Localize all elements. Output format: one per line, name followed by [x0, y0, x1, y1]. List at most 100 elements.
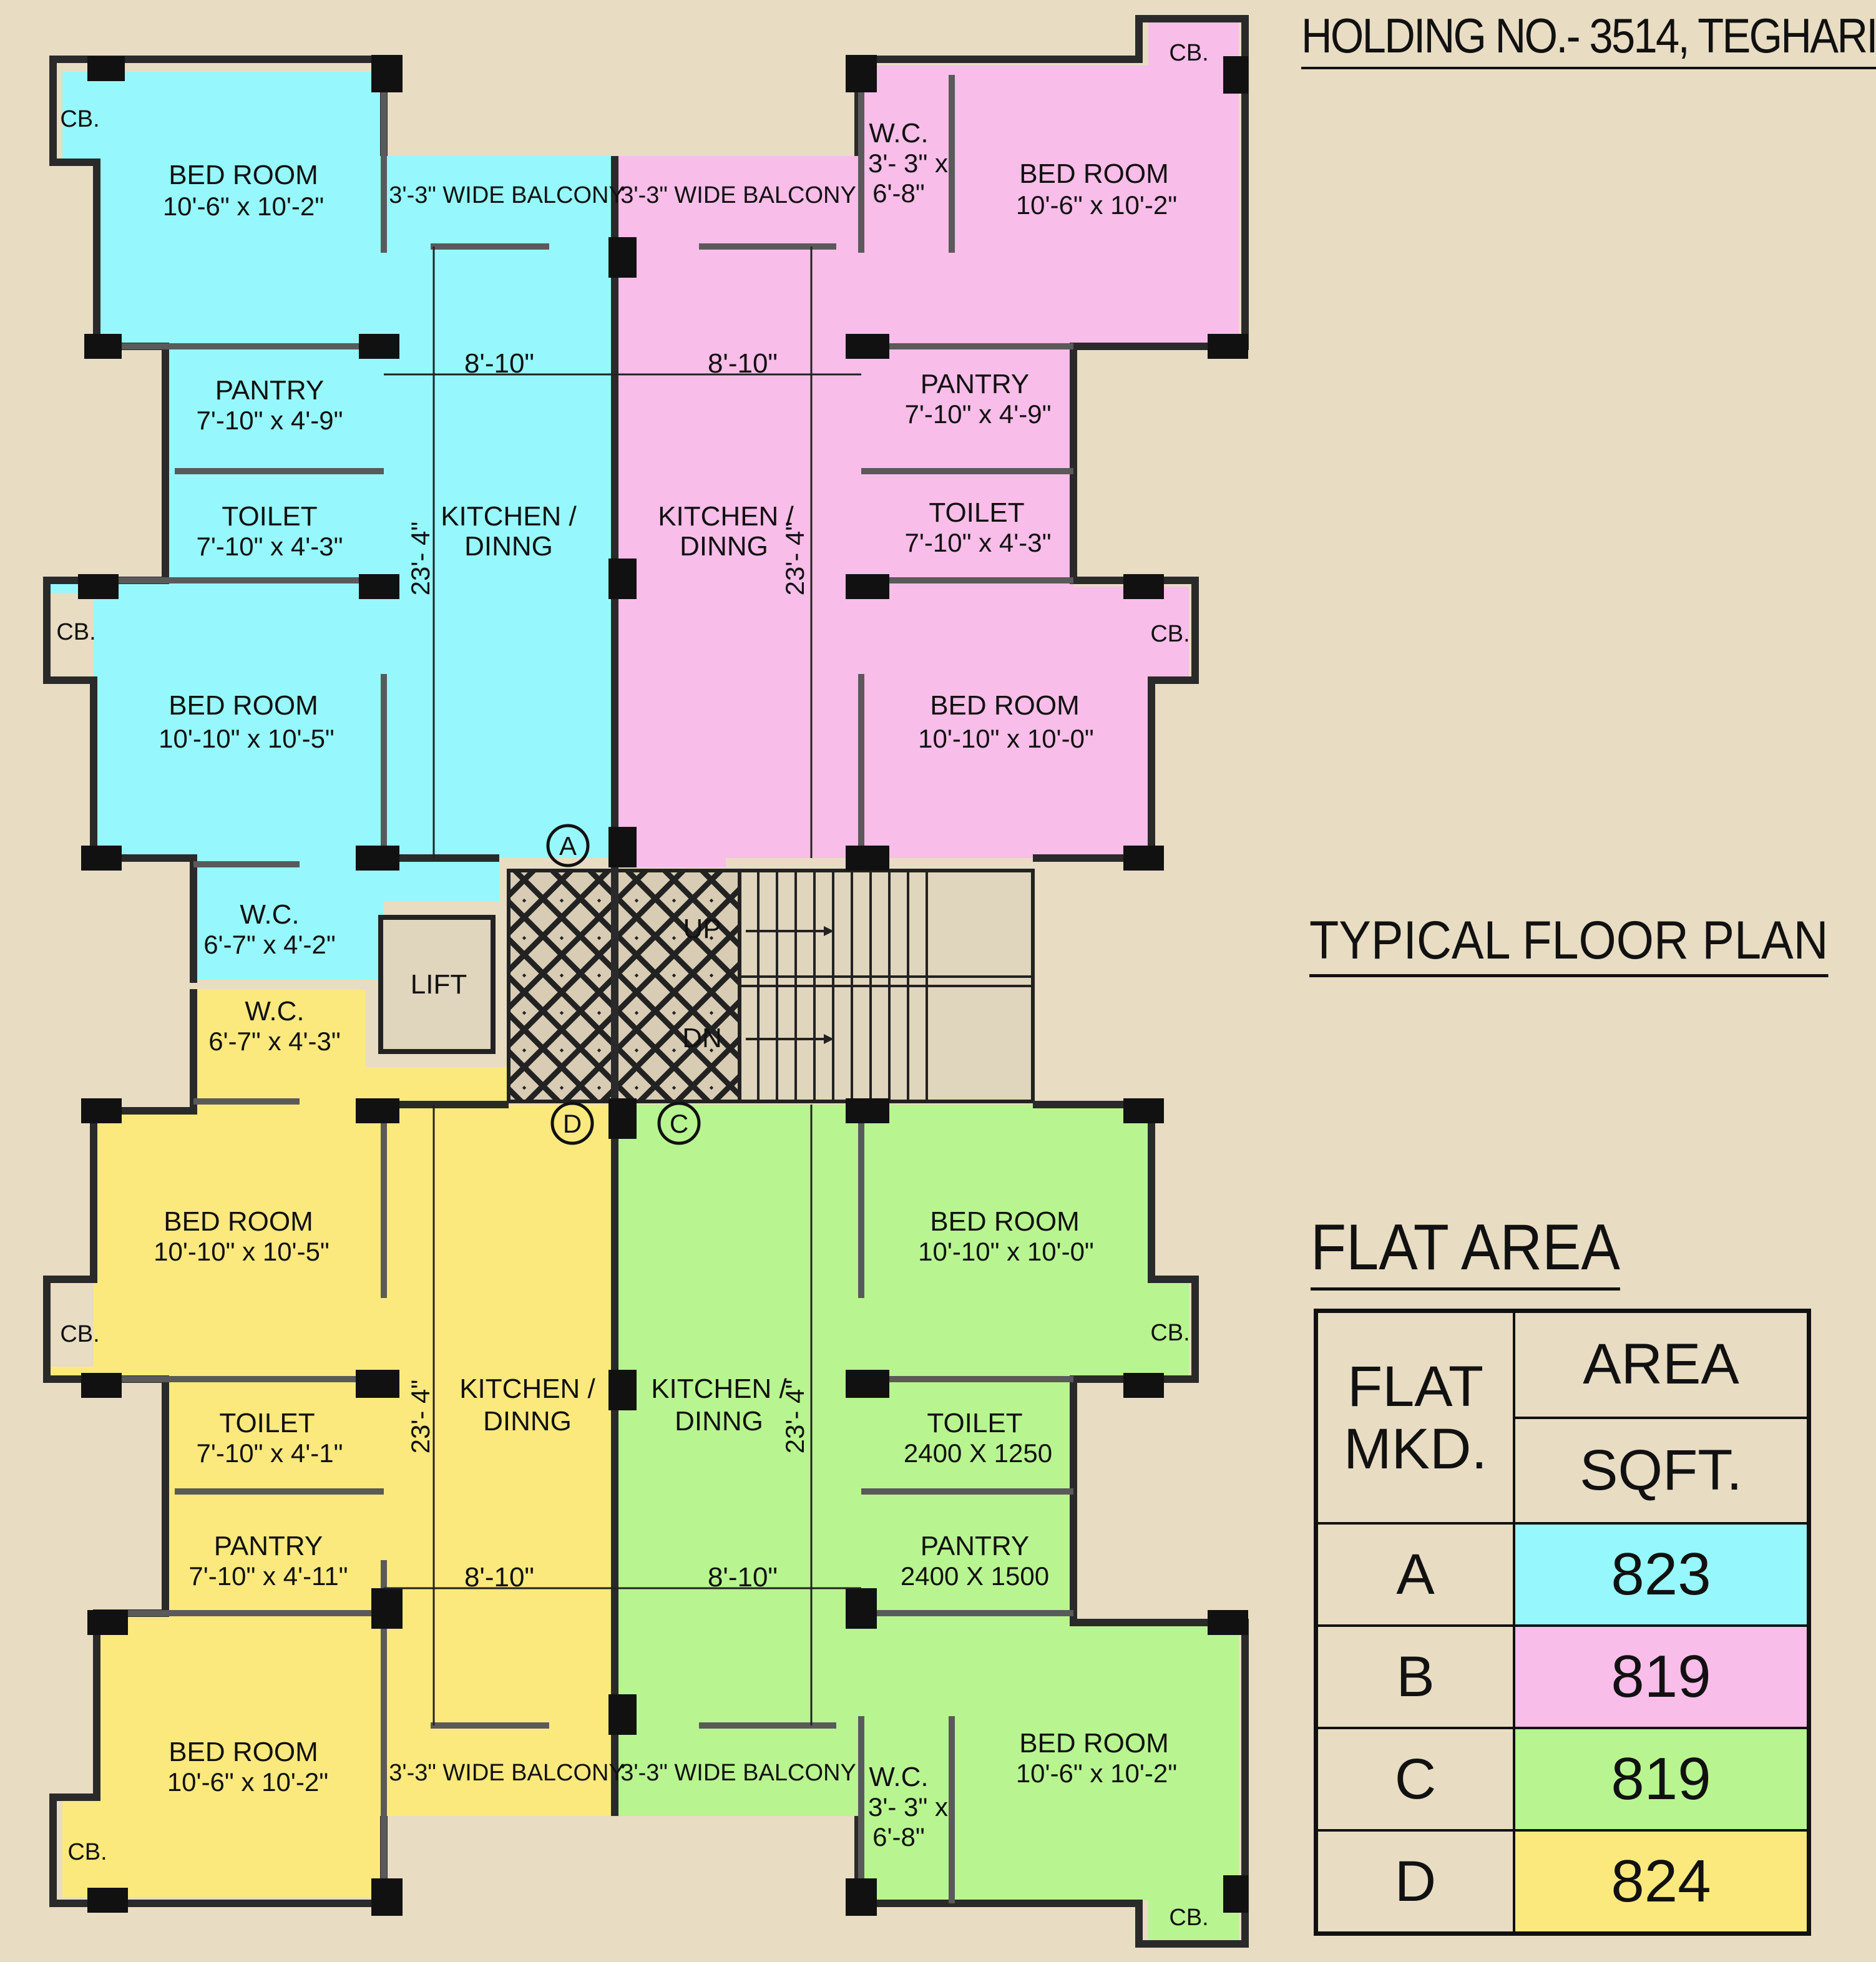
lobby-floor: [507, 869, 741, 1103]
room-name: PANTRY: [921, 369, 1029, 399]
room-dimension: 7'-10" x 4'-11": [188, 1561, 348, 1591]
dimension-label: 8'-10": [708, 348, 778, 379]
room-name: BED ROOM: [1019, 1728, 1169, 1759]
room-name: BED ROOM: [169, 160, 318, 190]
flat-a-labels: BED ROOM 10'-6" x 10'-2" 3'-3" WIDE BALC…: [56, 106, 624, 959]
room-dimension: 10'-10" x 10'-5": [159, 724, 335, 753]
room-name: BED ROOM: [164, 1206, 313, 1237]
dimension-label: 23'- 4": [780, 522, 809, 596]
room-dimension: 7'-10" x 4'-3": [905, 528, 1052, 557]
room-name: W.C.: [869, 118, 928, 149]
room-name: TOILET: [219, 1408, 315, 1438]
room-name: BED ROOM: [930, 1206, 1080, 1237]
room-name: PANTRY: [215, 375, 324, 406]
dimension-label: 8'-10": [708, 1562, 778, 1593]
room-dimension: 10'-6" x 10'-2": [1016, 190, 1177, 220]
svg-text:A: A: [559, 831, 577, 861]
room-name: DINNG: [675, 1406, 763, 1437]
room-name: KITCHEN /: [441, 501, 577, 532]
balcony-label: 3'-3" WIDE BALCONY: [620, 1760, 856, 1786]
flat-b: [615, 22, 1239, 867]
staircase: [738, 869, 1035, 1103]
room-dimension: 10'-6" x 10'-2": [163, 192, 324, 221]
room-name: DINNG: [464, 531, 553, 562]
room-dimension: 10'-6" x 10'-2": [1016, 1759, 1177, 1788]
area-value-cell: 823: [1513, 1522, 1810, 1627]
flat-area-table: FLAT MKD. AREA SQFT. A 823 B 819 C 819 D…: [1314, 1309, 1811, 1936]
flat-header-line1: FLAT: [1347, 1354, 1484, 1418]
flat-a: [47, 72, 615, 980]
dimension-label: 8'-10": [464, 348, 534, 379]
balcony-label: 3'-3" WIDE BALCONY: [620, 182, 856, 208]
room-dimension: 7'-10" x 4'-9": [197, 406, 343, 435]
cupboard-label: CB.: [1169, 1905, 1208, 1931]
flat-c: [615, 1105, 1239, 1941]
holding-number-title: HOLDING NO.- 3514, TEGHARIA: [1301, 7, 1876, 69]
balcony-label: 3'-3" WIDE BALCONY: [389, 182, 625, 208]
room-dimension: 2400 X 1500: [901, 1561, 1049, 1591]
dimension-lines: [384, 246, 861, 1725]
lift-label: LIFT: [411, 969, 467, 1000]
plan-title: TYPICAL FLOOR PLAN: [1309, 910, 1829, 977]
entry-marker-c: C: [657, 1101, 701, 1145]
room-name: W.C.: [240, 899, 299, 930]
table-row: D 824: [1314, 1829, 1810, 1935]
room-dimension: 10'-6" x 10'-2": [167, 1767, 328, 1797]
flat-mark-cell: B: [1314, 1624, 1515, 1729]
room-dimension: 6'-7" x 4'-2": [203, 930, 336, 959]
flat-d: [47, 989, 615, 1897]
flat-b-labels: W.C. 3'- 3" x 6'-8" BED ROOM 10'-6" x 10…: [620, 40, 1208, 753]
flat-mark-cell: A: [1314, 1522, 1515, 1627]
flat-header-line2: MKD.: [1344, 1417, 1487, 1481]
room-name: BED ROOM: [169, 1737, 318, 1767]
room-name: W.C.: [869, 1762, 928, 1792]
flat-c-labels: BED ROOM 10'-10" x 10'-0" KITCHEN / DINN…: [620, 1206, 1208, 1931]
lift-shaft: [378, 915, 496, 1054]
cupboard-label: CB.: [1150, 1320, 1190, 1346]
room-dimension: 7'-10" x 4'-3": [197, 532, 343, 561]
table-row: B 819: [1314, 1624, 1810, 1729]
floor-plan-drawing: A D C N BED ROOM 10'-6" x 10'-2" 3'-3" W…: [43, 15, 1249, 1948]
room-name: PANTRY: [214, 1531, 323, 1561]
room-name: KITCHEN /: [658, 501, 794, 532]
entry-marker-a: A: [546, 824, 590, 867]
columns: [78, 55, 1248, 1916]
svg-text:C: C: [670, 1109, 688, 1138]
cupboard-label: CB.: [1150, 621, 1190, 647]
balcony-label: 3'-3" WIDE BALCONY: [389, 1760, 625, 1786]
room-dimension: 10'-10" x 10'-5": [154, 1237, 330, 1266]
room-dimension: 7'-10" x 4'-1": [197, 1438, 343, 1468]
dimension-label: 8'-10": [464, 1562, 534, 1593]
room-name: KITCHEN /: [459, 1374, 595, 1404]
flat-mark-cell: C: [1314, 1727, 1515, 1832]
svg-text:D: D: [563, 1109, 582, 1138]
flat-d-labels: W.C. 6'-7" x 4'-3" BED ROOM 10'-10" x 10…: [60, 996, 624, 1865]
flat-column-header: FLAT MKD.: [1314, 1309, 1515, 1525]
cupboard-label: CB.: [1169, 40, 1208, 66]
room-name: BED ROOM: [169, 690, 318, 721]
area-value-cell: 819: [1513, 1727, 1810, 1832]
stair-down-label: DN: [682, 1023, 722, 1053]
room-name: DINNG: [680, 531, 768, 562]
unit-column-header: SQFT.: [1513, 1416, 1810, 1525]
interior-walls: [97, 59, 1073, 1903]
area-column-header: AREA: [1513, 1309, 1810, 1419]
cupboard-label: CB.: [67, 1839, 107, 1865]
room-dimension: 3'- 3" x: [868, 149, 948, 178]
room-dimension: 10'-10" x 10'-0": [918, 724, 1094, 753]
room-dimension: 2400 X 1250: [904, 1438, 1052, 1468]
room-name: TOILET: [222, 501, 317, 532]
flat-area-title: FLAT AREA: [1311, 1211, 1620, 1291]
area-value-cell: 824: [1513, 1829, 1810, 1935]
dimension-label: 23'- 4": [406, 1380, 435, 1454]
room-name: W.C.: [245, 996, 304, 1027]
entry-marker-d: D: [550, 1101, 594, 1145]
area-value-cell: 819: [1513, 1624, 1810, 1729]
dimension-label: 23'- 4": [406, 522, 435, 596]
room-dimension: 10'-10" x 10'-0": [918, 1237, 1094, 1266]
room-dimension: 3'- 3" x: [868, 1792, 948, 1822]
room-name: PANTRY: [921, 1531, 1029, 1561]
cupboard-label: CB.: [60, 1321, 99, 1347]
room-name: TOILET: [929, 497, 1024, 528]
room-name: TOILET: [927, 1408, 1022, 1438]
